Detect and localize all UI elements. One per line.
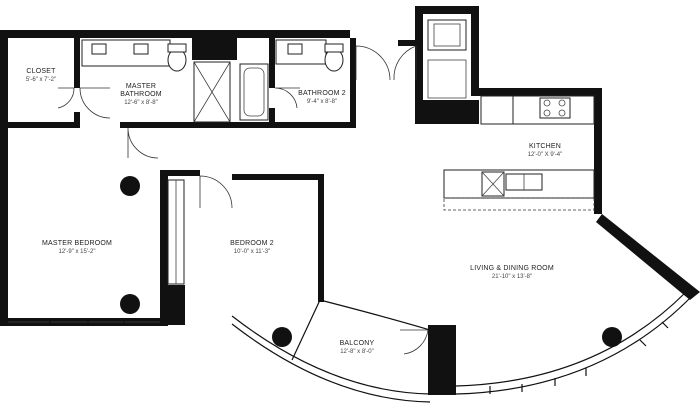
svg-text:5'-6" x 7'-2": 5'-6" x 7'-2" <box>26 77 56 83</box>
svg-text:12'-8" x 8'-0": 12'-8" x 8'-0" <box>340 349 374 355</box>
svg-text:CLOSET: CLOSET <box>26 68 56 75</box>
bath2-fixtures <box>275 39 344 72</box>
svg-text:BEDROOM 2: BEDROOM 2 <box>230 240 274 247</box>
mechanical-closet <box>427 19 467 99</box>
room-label-living-dining: LIVING & DINING ROOM 21'-10" x 13'-8" <box>470 265 554 280</box>
kitchen-fixtures <box>443 95 595 211</box>
svg-text:21'-10" x 13'-8": 21'-10" x 13'-8" <box>492 274 532 280</box>
svg-text:BATHROOM 2: BATHROOM 2 <box>298 90 346 97</box>
svg-text:BALCONY: BALCONY <box>340 340 375 347</box>
svg-text:12'-9" x 15'-2": 12'-9" x 15'-2" <box>59 249 96 255</box>
bedroom2-closet <box>167 179 185 285</box>
window-mullions <box>8 318 669 394</box>
doors <box>57 45 429 355</box>
room-label-bedroom2: BEDROOM 2 10'-0" x 11'-3" <box>230 240 274 255</box>
walls <box>0 6 602 395</box>
balcony-edge-arc <box>231 315 431 395</box>
svg-text:9'-4" x 8'-8": 9'-4" x 8'-8" <box>307 99 337 105</box>
svg-text:MASTER BEDROOM: MASTER BEDROOM <box>42 240 112 247</box>
svg-text:MASTER: MASTER <box>126 83 156 90</box>
master-bath-fixtures <box>81 39 269 123</box>
room-label-master-bedroom: MASTER BEDROOM 12'-9" x 15'-2" <box>42 240 112 255</box>
room-label-kitchen: KITCHEN 12'-0" X 9'-4" <box>528 143 563 158</box>
svg-text:BATHROOM: BATHROOM <box>120 91 162 98</box>
room-label-bathroom2: BATHROOM 2 9'-4" x 8'-8" <box>298 90 346 105</box>
living-window-arc <box>455 295 693 395</box>
room-label-balcony: BALCONY 12'-8" x 8'-0" <box>340 340 375 355</box>
svg-text:12'-6" x 8'-8": 12'-6" x 8'-8" <box>124 100 158 106</box>
svg-text:KITCHEN: KITCHEN <box>529 143 561 150</box>
room-label-closet: CLOSET 5'-6" x 7'-2" <box>26 68 56 83</box>
svg-text:12'-0" X 9'-4": 12'-0" X 9'-4" <box>528 152 563 158</box>
curved-exterior-wall <box>596 214 700 300</box>
structural-columns <box>120 176 622 388</box>
svg-text:10'-0" x 11'-3": 10'-0" x 11'-3" <box>234 249 270 255</box>
room-label-master-bathroom: MASTER BATHROOM 12'-6" x 8'-8" <box>120 83 162 106</box>
svg-text:LIVING & DINING ROOM: LIVING & DINING ROOM <box>470 265 554 272</box>
